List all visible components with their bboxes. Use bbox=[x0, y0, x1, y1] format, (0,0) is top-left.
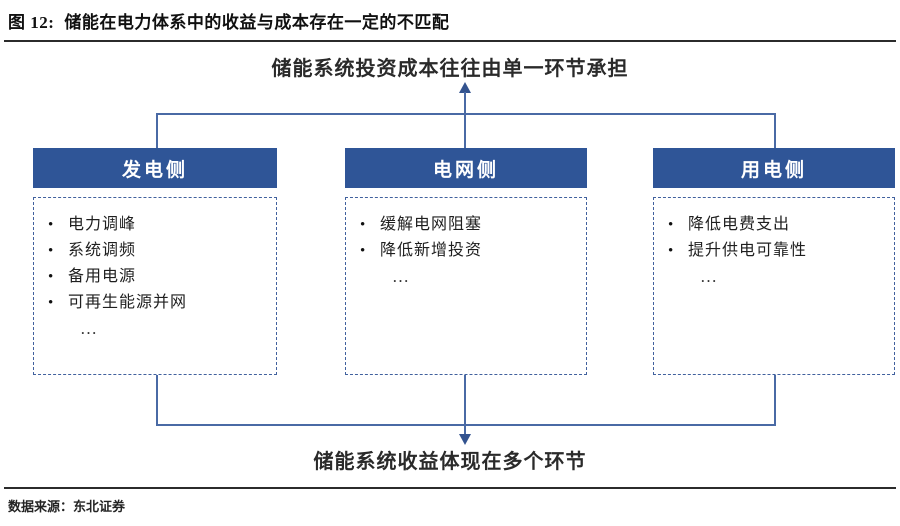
bottom-bracket-riser-left bbox=[156, 375, 158, 425]
bullet-icon: • bbox=[668, 243, 674, 259]
list-ellipsis: … bbox=[392, 267, 411, 286]
bullet-icon: • bbox=[48, 269, 54, 285]
top-caption: 储能系统投资成本往往由单一环节承担 bbox=[271, 58, 629, 80]
figure-caption-heading: 图 12: 储能在电力体系中的收益与成本存在一定的不匹配 bbox=[8, 8, 449, 33]
list-item-label: 降低新增投资 bbox=[380, 242, 483, 259]
bullet-icon: • bbox=[48, 243, 54, 259]
list-item-label: 备用电源 bbox=[68, 268, 137, 285]
list-item-label: 可再生能源并网 bbox=[68, 294, 188, 311]
top-center-stem bbox=[464, 92, 466, 148]
column-consumption-side: 用电侧 • 降低电费支出 • 提升供电可靠性 … bbox=[653, 148, 895, 375]
column-generation-side: 发电侧 • 电力调峰 • 系统调频 • 备用电源 • 可再生能源并网 … bbox=[33, 148, 277, 375]
list-item: • 缓解电网阻塞 bbox=[360, 212, 576, 238]
bottom-center-stem bbox=[464, 424, 466, 441]
list-item-label: 电力调峰 bbox=[68, 216, 137, 233]
list-item: • 提升供电可靠性 bbox=[668, 238, 884, 264]
list-item: • 降低电费支出 bbox=[668, 212, 884, 238]
bottom-bracket-spine bbox=[156, 424, 776, 426]
bullet-icon: • bbox=[360, 243, 366, 259]
list-ellipsis: … bbox=[80, 319, 99, 338]
column-body-generation: • 电力调峰 • 系统调频 • 备用电源 • 可再生能源并网 … bbox=[33, 197, 277, 375]
list-ellipsis: … bbox=[700, 267, 719, 286]
bullet-icon: • bbox=[360, 217, 366, 233]
list-item-label: 提升供电可靠性 bbox=[688, 242, 808, 259]
column-body-consumption: • 降低电费支出 • 提升供电可靠性 … bbox=[653, 197, 895, 375]
list-item: • 备用电源 bbox=[48, 264, 266, 290]
column-header-consumption: 用电侧 bbox=[653, 148, 895, 188]
benefit-list-grid: • 缓解电网阻塞 • 降低新增投资 bbox=[360, 212, 576, 264]
bullet-icon: • bbox=[668, 217, 674, 233]
up-arrow-head-icon bbox=[459, 82, 471, 93]
top-bracket-spine bbox=[156, 113, 776, 115]
header-divider bbox=[4, 40, 896, 42]
bullet-icon: • bbox=[48, 217, 54, 233]
benefit-list-consumption: • 降低电费支出 • 提升供电可靠性 bbox=[668, 212, 884, 264]
column-header-grid: 电网侧 bbox=[345, 148, 587, 188]
bottom-bracket-riser-right bbox=[774, 375, 776, 425]
list-item: • 可再生能源并网 bbox=[48, 290, 266, 316]
top-bracket-drop-left bbox=[156, 113, 158, 149]
column-header-generation: 发电侧 bbox=[33, 148, 277, 188]
benefit-list-generation: • 电力调峰 • 系统调频 • 备用电源 • 可再生能源并网 bbox=[48, 212, 266, 316]
column-body-grid: • 缓解电网阻塞 • 降低新增投资 … bbox=[345, 197, 587, 375]
footer-divider bbox=[4, 487, 896, 489]
down-arrow-head-icon bbox=[459, 434, 471, 445]
bottom-bracket-riser-center bbox=[464, 375, 466, 425]
list-item: • 电力调峰 bbox=[48, 212, 266, 238]
column-grid-side: 电网侧 • 缓解电网阻塞 • 降低新增投资 … bbox=[345, 148, 587, 375]
top-bracket-drop-right bbox=[774, 113, 776, 149]
list-item-label: 系统调频 bbox=[68, 242, 137, 259]
figure-title: 储能在电力体系中的收益与成本存在一定的不匹配 bbox=[64, 13, 450, 32]
bottom-caption: 储能系统收益体现在多个环节 bbox=[313, 451, 587, 473]
list-item-label: 降低电费支出 bbox=[688, 216, 791, 233]
source-note: 数据来源：东北证券 bbox=[8, 499, 126, 514]
list-item: • 系统调频 bbox=[48, 238, 266, 264]
bullet-icon: • bbox=[48, 295, 54, 311]
list-item-label: 缓解电网阻塞 bbox=[380, 216, 483, 233]
list-item: • 降低新增投资 bbox=[360, 238, 576, 264]
figure-number: 图 12: bbox=[8, 13, 55, 32]
